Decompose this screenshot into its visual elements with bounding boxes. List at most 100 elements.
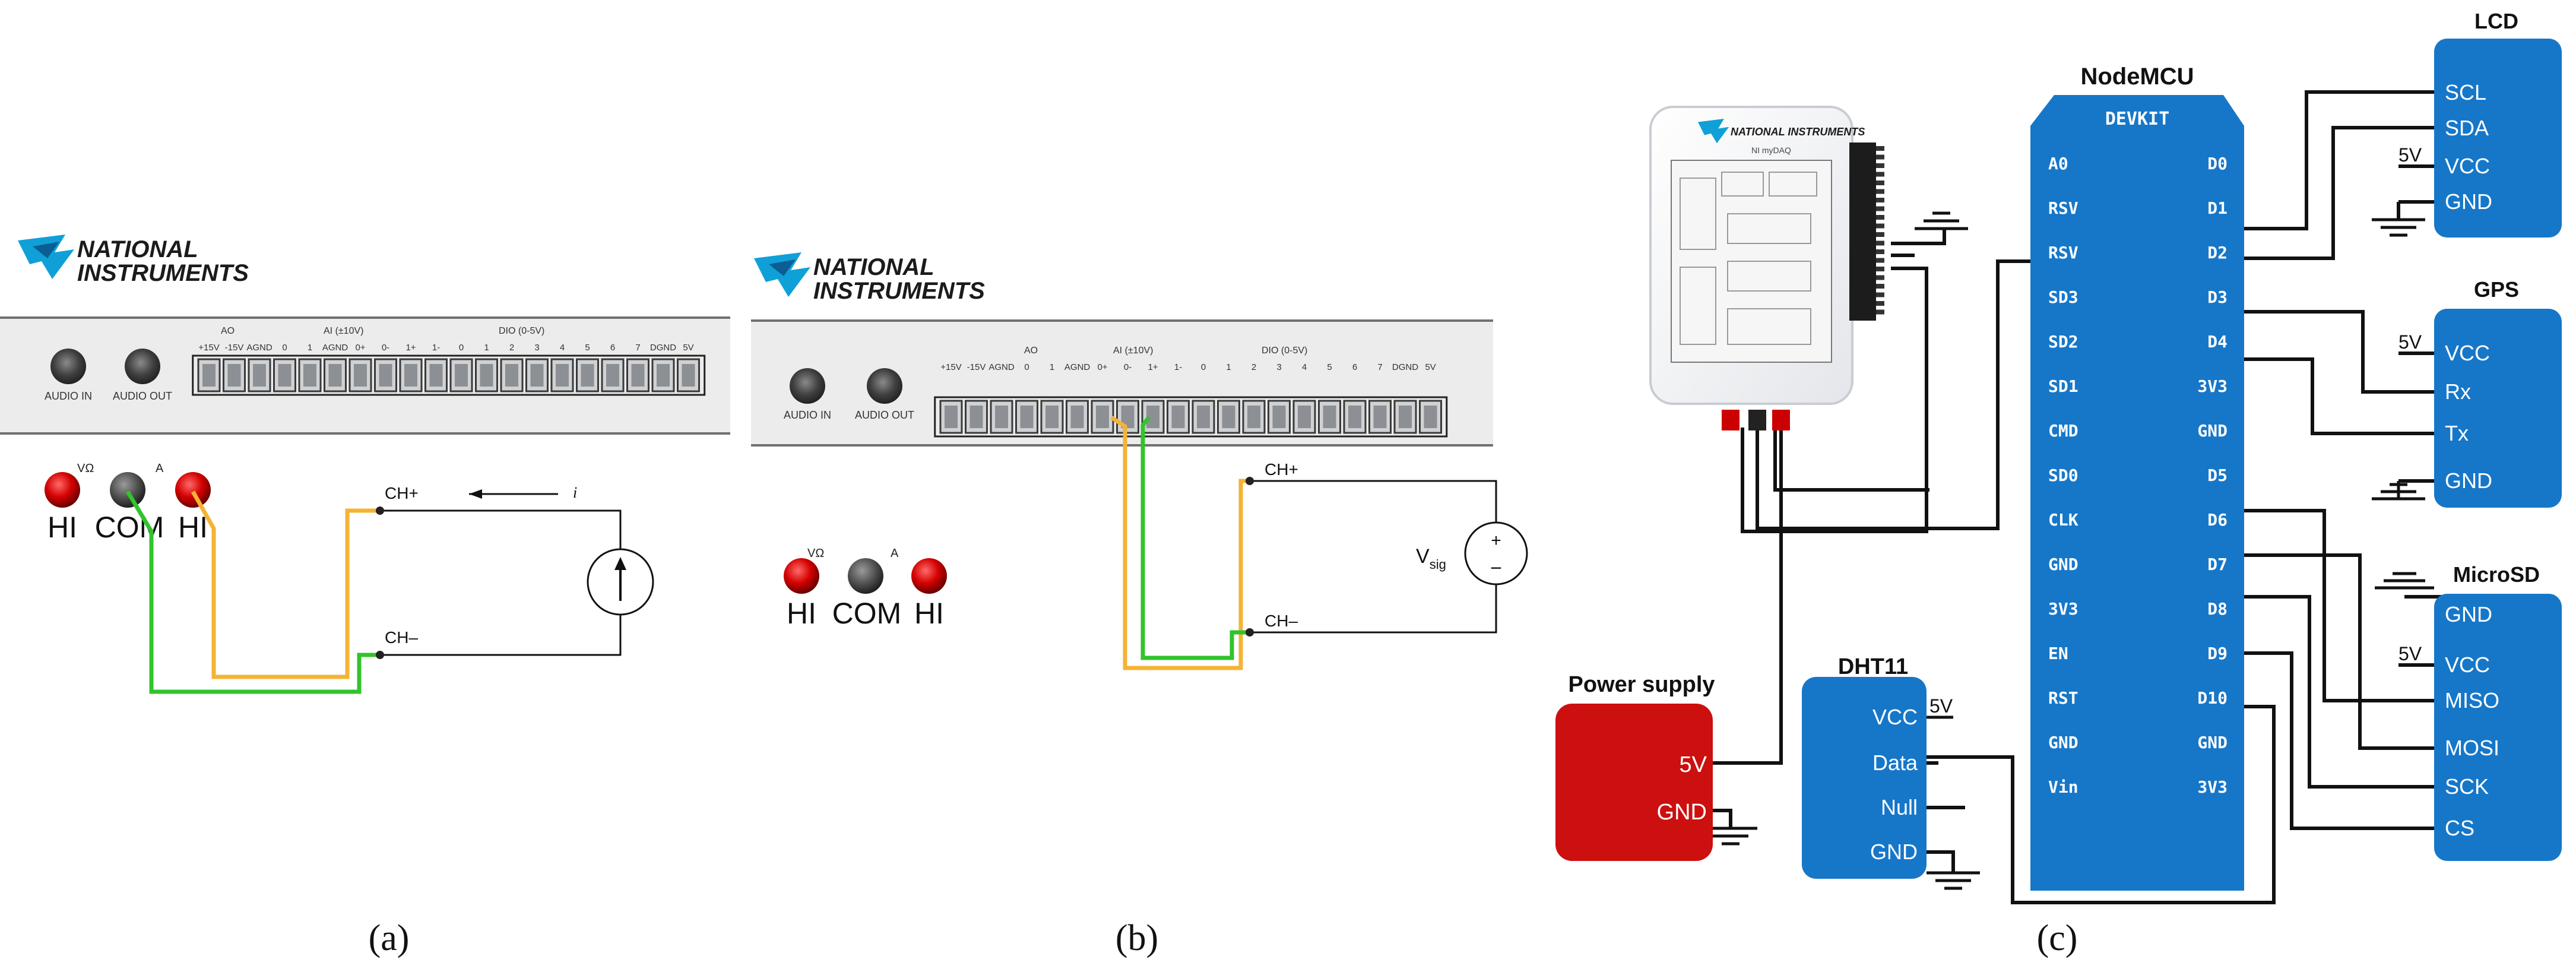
power-title: Power supply	[1568, 672, 1715, 697]
mydaq-probe-com[interactable]	[1748, 410, 1766, 430]
dmm-hi-right: HI	[914, 597, 944, 630]
wiring	[1713, 90, 2443, 904]
ground-icon	[2372, 481, 2425, 501]
nodemcu-pin: SD0	[2048, 466, 2078, 485]
logo-line1: NATIONAL	[77, 236, 198, 262]
dmm-com: COM	[95, 511, 164, 544]
ch-minus-label: CH–	[1265, 612, 1298, 630]
dht11-pin: VCC	[1872, 705, 1918, 729]
ni-eagle-icon	[754, 252, 810, 297]
current-measurement-circuit: i CH+ CH–	[125, 484, 654, 694]
dmm-amp: A	[156, 462, 164, 475]
audio-in-jack[interactable]	[50, 349, 86, 384]
nodemcu-pin: D1	[2207, 198, 2228, 218]
dmm-symbol: VΩ	[77, 462, 94, 475]
ground-icon	[2372, 218, 2425, 237]
pin-label: 4	[560, 343, 565, 353]
ch-plus-label: CH+	[1265, 460, 1298, 479]
pin-label: -15V	[225, 343, 244, 353]
pin-label: 5V	[1425, 362, 1436, 372]
mydaq-brand: NATIONAL INSTRUMENTS	[1731, 126, 1865, 138]
nodemcu-pin: D10	[2197, 688, 2228, 708]
dht11-5v-label: 5V	[1929, 695, 1953, 717]
mydaq-terminal-connector	[1849, 143, 1876, 321]
gps-pin: VCC	[2445, 341, 2490, 365]
nodemcu-pin: GND	[2197, 421, 2228, 441]
ground-icon	[1927, 871, 1980, 890]
caption-b: (b)	[1116, 918, 1158, 958]
gps-pin: GND	[2445, 468, 2492, 493]
green-wire	[1140, 416, 1250, 660]
pin-label: 1	[1050, 362, 1054, 372]
mydaq-probe-hi-a[interactable]	[1772, 410, 1790, 430]
dmm-hi-a-jack[interactable]	[911, 558, 947, 594]
ground-icon	[1915, 211, 1968, 230]
pin-label: AGND	[246, 343, 273, 353]
logo-line2: INSTRUMENTS	[813, 278, 985, 304]
green-wire	[125, 490, 380, 694]
pin-label: 0	[282, 343, 287, 353]
audio-in-label: AUDIO IN	[45, 390, 92, 402]
pin-label: 0-	[1124, 362, 1132, 372]
pin-label: 1	[308, 343, 312, 353]
dmm-hi-left: HI	[787, 597, 816, 630]
source-minus: −	[1490, 557, 1502, 580]
gps-5v-label: 5V	[2398, 331, 2422, 353]
ni-logo: NATIONAL INSTRUMENTS	[18, 235, 249, 286]
voltage-source	[1464, 521, 1528, 585]
nodemcu-pin: D2	[2207, 243, 2228, 262]
mydaq-front-strip: AUDIO IN AUDIO OUT AO AI (±10V) DIO (0-5…	[751, 319, 1493, 447]
ni-eagle-icon	[1698, 119, 1729, 144]
microsd-pin: CS	[2445, 816, 2474, 840]
pin-label: 1	[1226, 362, 1231, 372]
nodemcu-board: NodeMCU DEVKIT A0RSVRSVSD3SD2SD1CMDSD0CL…	[2030, 64, 2244, 891]
pin-label: +15V	[940, 362, 961, 372]
mydaq-probe-hi[interactable]	[1722, 410, 1739, 430]
dio-header: DIO (0-5V)	[499, 326, 544, 336]
dmm-com-jack[interactable]	[110, 472, 145, 508]
caption-a: (a)	[369, 918, 410, 958]
nodemcu-pin: D5	[2207, 466, 2228, 485]
gps-pin: Tx	[2445, 421, 2469, 445]
ground-icon	[2375, 572, 2434, 590]
nodemcu-pin: SD1	[2048, 376, 2078, 396]
pin-label: 1+	[405, 343, 416, 353]
pin-label: AGND	[988, 362, 1015, 372]
dmm-com-jack[interactable]	[848, 558, 883, 594]
microsd-5v-label: 5V	[2398, 643, 2422, 664]
dht11-title: DHT11	[1838, 654, 1908, 679]
nodemcu-pin: CLK	[2048, 510, 2078, 530]
lcd-pin: GND	[2445, 189, 2492, 214]
pin-label: 2	[1251, 362, 1256, 372]
dmm-hi-v-jack[interactable]	[784, 558, 819, 594]
audio-out-jack[interactable]	[867, 368, 902, 404]
mydaq-device: NATIONAL INSTRUMENTS NI myDAQ	[1649, 106, 1884, 430]
nodemcu-pin: A0	[2048, 154, 2068, 173]
pin-label: 3	[1276, 362, 1281, 372]
ao-header: AO	[221, 326, 235, 336]
vsig-label: Vsig	[1416, 545, 1446, 572]
audio-out-jack[interactable]	[125, 349, 160, 384]
nodemcu-pin: D7	[2207, 555, 2228, 574]
dht11-pin: Null	[1881, 795, 1918, 819]
screw-terminal-block	[934, 396, 1448, 438]
lcd-pin: SDA	[2445, 116, 2489, 140]
microsd-pin: GND	[2445, 602, 2492, 626]
audio-in-jack[interactable]	[790, 368, 825, 404]
orange-wire	[191, 490, 380, 679]
audio-out-label: AUDIO OUT	[855, 409, 914, 421]
dmm-probes: VΩ A HI COM HI	[784, 547, 947, 630]
pin-label: 7	[1377, 362, 1382, 372]
dmm-hi-v-jack[interactable]	[45, 472, 80, 508]
dmm-amp: A	[891, 547, 899, 560]
dmm-hi-a-jack[interactable]	[175, 472, 211, 508]
ch-minus-label: CH–	[385, 628, 418, 647]
nodemcu-pin: D6	[2207, 510, 2228, 530]
microsd-pin: SCK	[2445, 774, 2489, 799]
nodemcu-pin: RSV	[2048, 198, 2078, 218]
